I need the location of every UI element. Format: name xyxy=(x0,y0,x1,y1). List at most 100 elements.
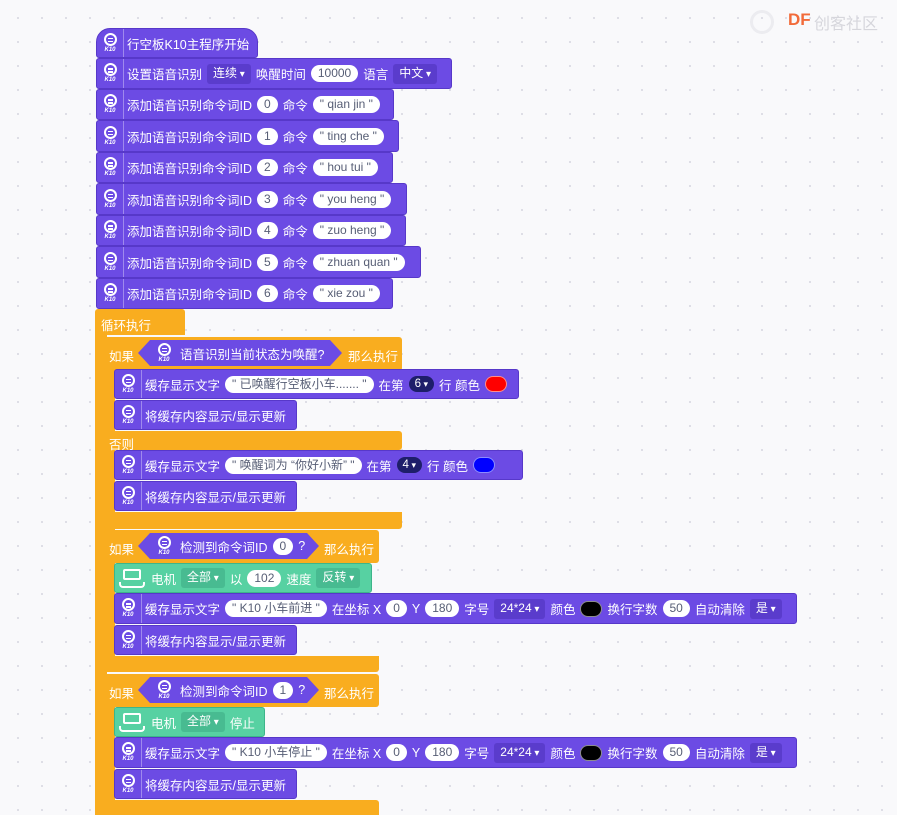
wake-time-label: 唤醒时间 xyxy=(255,68,306,82)
cache-text-coord-block[interactable]: K10 缓存显示文字 " K10 小车前进 " 在坐标 X 0 Y 180 字号… xyxy=(114,593,797,624)
command-text-input[interactable]: " zhuan quan " xyxy=(312,253,405,271)
k10-board-icon: K10 xyxy=(115,594,142,623)
detect-command-condition[interactable]: K10 检测到命令词ID 0 ? xyxy=(138,533,319,559)
auto-clear-label: 自动清除 xyxy=(694,603,745,617)
detect-command-condition[interactable]: K10 检测到命令词ID 1 ? xyxy=(138,677,319,703)
wrap-input[interactable]: 50 xyxy=(662,600,690,617)
command-id-input[interactable]: 3 xyxy=(257,190,278,208)
cache-text-coord-block[interactable]: K10 缓存显示文字 " K10 小车停止 " 在坐标 X 0 Y 180 字号… xyxy=(114,737,797,768)
command-id-input[interactable]: 4 xyxy=(257,222,278,239)
cache-text-row-block[interactable]: K10 缓存显示文字 " 唤醒词为 “你好小新” " 在第 4 行 颜色 xyxy=(114,450,523,480)
command-id-input[interactable]: 1 xyxy=(273,682,294,699)
command-id-input[interactable]: 0 xyxy=(273,538,294,555)
main-program-start-block[interactable]: K10 行空板K10主程序开始 xyxy=(96,28,259,58)
add-command-block[interactable]: K10 添加语音识别命令词ID 2 命令 " hou tui " xyxy=(96,152,393,183)
display-text-input[interactable]: " 已唤醒行空板小车....... " xyxy=(225,375,374,393)
x-input[interactable]: 0 xyxy=(386,600,407,617)
forever-loop-block[interactable] xyxy=(95,309,185,335)
display-update-block[interactable]: K10 将缓存内容显示/显示更新 xyxy=(114,400,297,430)
font-size-dropdown[interactable]: 24*24 xyxy=(494,598,546,619)
wake-time-input[interactable]: 10000 xyxy=(310,65,359,82)
command-id-input[interactable]: 5 xyxy=(257,253,278,271)
row-dropdown[interactable]: 6 xyxy=(408,376,434,392)
row-label: 在第 xyxy=(366,459,392,474)
motor-select-dropdown[interactable]: 全部 xyxy=(181,712,225,732)
color-swatch-blue[interactable] xyxy=(472,457,495,473)
k10-board-icon: K10 xyxy=(152,533,176,559)
motor-stop-block[interactable]: 电机 全部 停止 xyxy=(114,707,265,737)
asr-setup-block[interactable]: K10 设置语音识别 连续 唤醒时间 10000 语言 中文 xyxy=(96,58,452,89)
k10-board-icon: K10 xyxy=(97,90,124,119)
direction-dropdown[interactable]: 反转 xyxy=(316,568,361,588)
command-text-input[interactable]: " xie zou " xyxy=(312,285,380,302)
display-text-input[interactable]: " 唤醒词为 “你好小新” " xyxy=(225,456,362,474)
condition-label: 检测到命令词ID xyxy=(180,684,268,699)
row-color-label: 行 颜色 xyxy=(426,459,468,474)
speed-input[interactable]: 102 xyxy=(247,569,282,587)
font-size-dropdown[interactable]: 24*24 xyxy=(494,742,546,763)
wrap-input[interactable]: 50 xyxy=(662,744,690,761)
command-text-input[interactable]: " hou tui " xyxy=(312,159,378,176)
row-dropdown[interactable]: 4 xyxy=(396,457,422,473)
command-text-input[interactable]: " ting che " xyxy=(312,127,384,145)
x-input[interactable]: 0 xyxy=(386,744,407,761)
block-label: 电机 xyxy=(151,572,177,587)
block-label: 电机 xyxy=(151,716,177,731)
language-dropdown[interactable]: 中文 xyxy=(393,63,438,84)
k10-board-icon: K10 xyxy=(115,738,142,767)
motor-run-block[interactable]: 电机 全部 以 102 速度 反转 xyxy=(114,563,372,593)
y-label: Y xyxy=(411,745,421,760)
y-input[interactable]: 180 xyxy=(425,744,460,761)
motor-select-dropdown[interactable]: 全部 xyxy=(181,568,225,588)
k10-board-icon: K10 xyxy=(97,279,124,308)
display-update-block[interactable]: K10 将缓存内容显示/显示更新 xyxy=(114,769,297,799)
add-command-block[interactable]: K10 添加语音识别命令词ID 1 命令 " ting che " xyxy=(96,120,399,152)
command-id-input[interactable]: 0 xyxy=(257,96,278,113)
add-command-block[interactable]: K10 添加语音识别命令词ID 6 命令 " xie zou " xyxy=(96,278,393,309)
if-else-bottom xyxy=(104,512,402,529)
block-label: 添加语音识别命令词ID xyxy=(127,162,253,176)
watermark-text: 创客社区 xyxy=(814,16,879,33)
block-label: 添加语音识别命令词ID xyxy=(127,99,253,113)
command-label: 命令 xyxy=(282,288,308,302)
command-text-input[interactable]: " you heng " xyxy=(312,190,392,208)
if-bottom xyxy=(104,656,379,672)
k10-board-icon: K10 xyxy=(115,401,142,429)
wrap-label: 换行字数 xyxy=(607,603,658,617)
add-command-block[interactable]: K10 添加语音识别命令词ID 5 命令 " zhuan quan " xyxy=(96,246,421,278)
condition-label: 检测到命令词ID xyxy=(180,540,268,555)
command-id-input[interactable]: 6 xyxy=(257,285,278,302)
if-label: 如果 xyxy=(109,687,135,701)
command-text-input[interactable]: " zuo heng " xyxy=(312,222,392,239)
auto-clear-dropdown[interactable]: 是 xyxy=(749,742,782,763)
command-id-input[interactable]: 1 xyxy=(257,127,278,145)
display-update-block[interactable]: K10 将缓存内容显示/显示更新 xyxy=(114,481,297,511)
command-text-input[interactable]: " qian jin " xyxy=(312,96,380,113)
condition-label: 语音识别当前状态为唤醒? xyxy=(180,347,325,362)
k10-board-icon: K10 xyxy=(115,626,142,654)
color-label: 颜色 xyxy=(550,747,576,761)
display-update-block[interactable]: K10 将缓存内容显示/显示更新 xyxy=(114,625,297,655)
row-label: 在第 xyxy=(378,378,404,393)
cache-text-row-block[interactable]: K10 缓存显示文字 " 已唤醒行空板小车....... " 在第 6 行 颜色 xyxy=(114,369,519,399)
display-text-input[interactable]: " K10 小车停止 " xyxy=(225,744,327,761)
block-label: 添加语音识别命令词ID xyxy=(127,193,253,208)
display-text-input[interactable]: " K10 小车前进 " xyxy=(225,600,327,617)
coord-x-label: 在坐标 X xyxy=(331,603,382,617)
command-id-input[interactable]: 2 xyxy=(257,159,278,176)
asr-mode-dropdown[interactable]: 连续 xyxy=(207,63,251,84)
color-swatch-black[interactable] xyxy=(580,744,603,761)
add-command-block[interactable]: K10 添加语音识别命令词ID 0 命令 " qian jin " xyxy=(96,89,394,120)
asr-wake-state-condition[interactable]: K10 语音识别当前状态为唤醒? xyxy=(138,340,342,366)
color-swatch-red[interactable] xyxy=(484,376,507,392)
color-swatch-black[interactable] xyxy=(580,600,603,617)
color-label: 颜色 xyxy=(550,603,576,617)
add-command-block[interactable]: K10 添加语音识别命令词ID 4 命令 " zuo heng " xyxy=(96,215,406,246)
speed-label: 速度 xyxy=(286,572,312,587)
block-label: 将缓存内容显示/显示更新 xyxy=(145,490,286,505)
auto-clear-dropdown[interactable]: 是 xyxy=(749,598,782,619)
y-input[interactable]: 180 xyxy=(425,600,460,617)
add-command-block[interactable]: K10 添加语音识别命令词ID 3 命令 " you heng " xyxy=(96,183,407,215)
wrap-label: 换行字数 xyxy=(607,747,658,761)
